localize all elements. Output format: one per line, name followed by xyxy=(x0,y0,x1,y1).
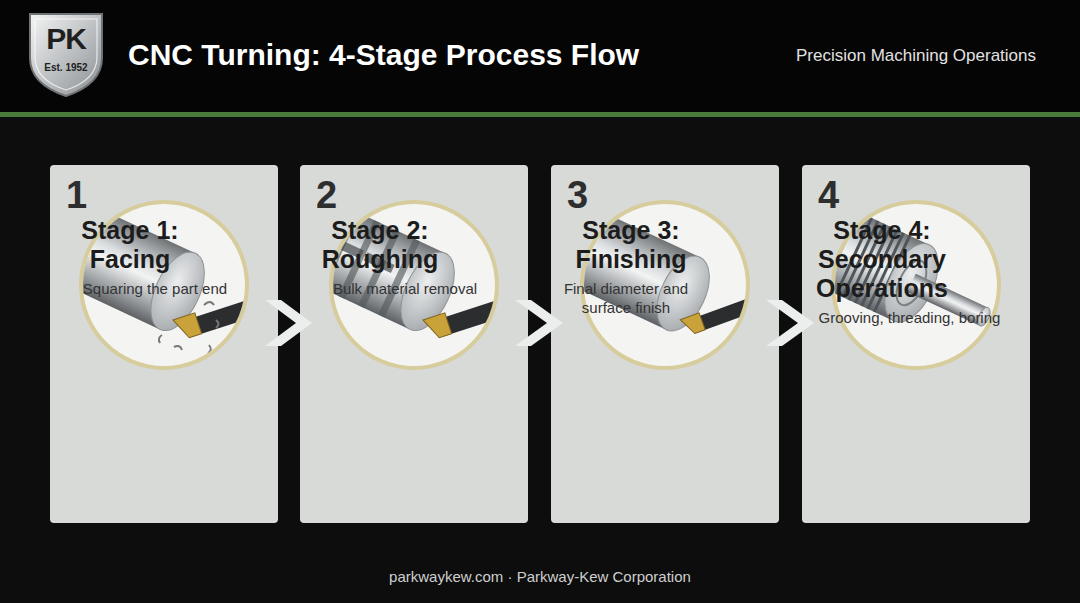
illustration-shape xyxy=(173,313,202,341)
stage-heading: Stage 3: Finishing xyxy=(551,216,711,274)
stage-number: 1 xyxy=(66,174,278,216)
stage-description: Final diameter and surface finish xyxy=(551,279,701,317)
illustration-shape xyxy=(174,346,182,350)
footer-text: parkwaykew.com · Parkway-Kew Corporation xyxy=(0,567,1080,587)
stage-number: 4 xyxy=(818,174,1030,216)
illustration-shape xyxy=(216,320,219,328)
illustration-shape xyxy=(204,302,214,305)
stage-description: Squaring the part end xyxy=(50,279,260,298)
logo-year: Est. 1952 xyxy=(30,62,102,74)
stage-heading: Stage 2: Roughing xyxy=(300,216,460,274)
subtitle-tagline: Precision Machining Operations xyxy=(796,45,1036,67)
logo-initials: PK xyxy=(30,22,102,56)
logo-shield xyxy=(30,14,102,96)
stage-number: 2 xyxy=(316,174,528,216)
stage-heading: Stage 1: Facing xyxy=(50,216,210,274)
illustration-shape xyxy=(423,313,452,341)
green-rule xyxy=(0,112,1080,117)
illustration-shape xyxy=(208,345,211,353)
stage-heading: Stage 4: Secondary Operations xyxy=(802,216,962,303)
illustration-shape xyxy=(680,313,705,337)
stage-description: Bulk material removal xyxy=(300,279,510,298)
stage-description: Grooving, threading, boring xyxy=(802,308,1017,327)
diagram-title: CNC Turning: 4-Stage Process Flow xyxy=(128,37,639,73)
illustration-shape xyxy=(30,14,102,96)
stage-number: 3 xyxy=(567,174,779,216)
illustration-shape xyxy=(159,335,162,343)
